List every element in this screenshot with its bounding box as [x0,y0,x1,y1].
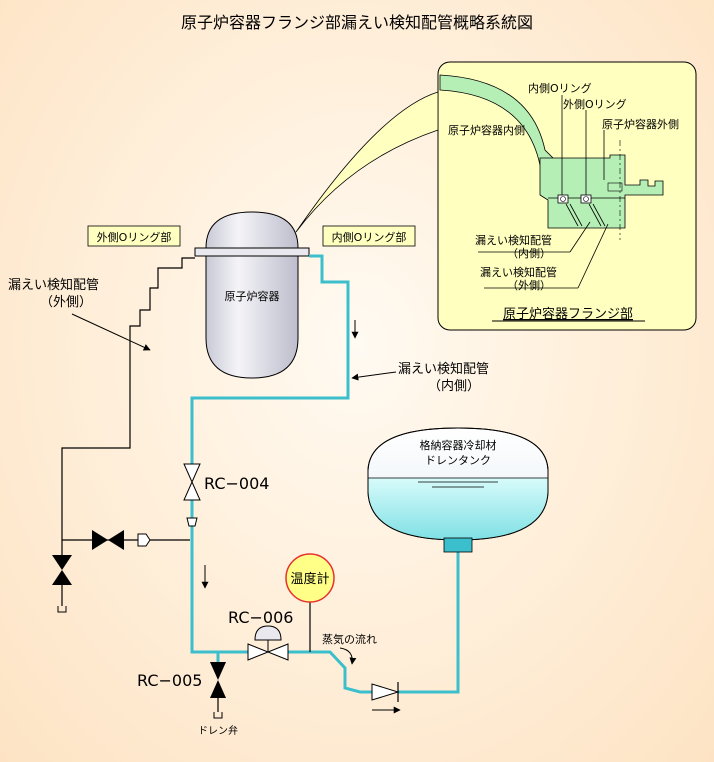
rc005-valve-bottom [210,680,226,698]
rc004-reducer [186,517,198,527]
inset-pipe-outer-l1: 漏えい検知配管 [480,265,557,279]
rc006-label: RC−006 [228,608,293,627]
drain-tank-label-2: ドレンタンク [425,454,491,467]
leak-pipe-inner-label-1: 漏えい検知配管 [398,361,489,377]
inset-title: 原子炉容器フランジ部 [503,306,633,322]
diagram-title: 原子炉容器フランジ部漏えい検知配管概略系統図 [181,13,533,32]
outer-drain-valve-bottom [52,570,72,585]
inset-pipe-inner-l1: 漏えい検知配管 [475,233,552,247]
thermometer-label: 温度計 [290,571,329,587]
outer-leak-pipe [57,257,195,613]
rc004-valve-bottom [183,480,201,501]
inset-outside-label: 原子炉容器外側 [602,117,679,131]
inner-oring-icon [557,194,569,204]
outer-drain-valve-top [52,555,72,570]
outer-drain-cap [57,606,67,613]
outer-isolation-valve-left [92,530,108,550]
outer-isolation-valve-right [108,530,124,550]
inset-outer-oring-label: 外側Oリング [563,97,627,111]
vessel-flange [194,247,310,257]
drain-valve-label: ドレン弁 [198,724,238,737]
flange-detail-inset: 内側Oリング 外側Oリング 原子炉容器内側 原子炉容器外側 漏えい検知配管 （内… [295,61,697,331]
stud-nut [607,182,623,192]
check-valve [371,683,400,701]
rc006-valve-right [266,643,289,661]
inset-callout [295,91,439,233]
reactor-vessel-label: 原子炉容器 [225,289,280,303]
leak-pipe-inner-label-2: （内側） [428,378,480,394]
tank-water [368,478,548,540]
drain-tank-label-1: 格納容器冷却材 [420,438,497,452]
inset-pipe-outer-l2: （外側） [507,279,551,292]
outer-pipe-pointer [71,313,151,351]
outer-oring-icon [580,194,592,204]
steam-flow-label: 蒸気の流れ [322,632,377,646]
inner-oring-box [322,225,416,247]
tank-nozzle [443,537,473,553]
steam-flow-arrow [339,647,357,665]
leak-pipe-outer-label-1: 漏えい検知配管 [8,277,99,293]
drain-tank: 格納容器冷却材 ドレンタンク [367,427,549,553]
vessel-body [205,253,299,379]
rc006-valve-left [247,643,270,661]
inset-inside-label: 原子炉容器内側 [448,123,525,137]
drain-cap [213,712,223,719]
flange-body [539,154,664,229]
inner-leak-pipe [190,254,460,694]
reactor-vessel: 原子炉容器 [194,211,310,379]
rc004-valve-top [183,463,201,484]
rc005-valve-top [210,662,226,680]
reducer-icon [137,533,151,547]
thermometer-icon [285,553,335,603]
outer-oring-box [87,225,181,247]
inner-oring-section-label: 内側Oリング部 [332,230,407,244]
rc006-actuator [254,625,282,641]
rc004-label: RC−004 [204,474,269,493]
leak-pipe-outer-label-2: （外側） [40,295,92,310]
vessel-head [205,211,299,249]
inner-pipe-pointer [351,371,397,381]
outer-oring-section-label: 外側Oリング部 [97,230,172,244]
inset-inner-oring-label: 内側Oリング [528,81,592,95]
rc005-label: RC−005 [137,671,202,690]
inset-pipe-inner-l2: （内側） [507,246,551,260]
